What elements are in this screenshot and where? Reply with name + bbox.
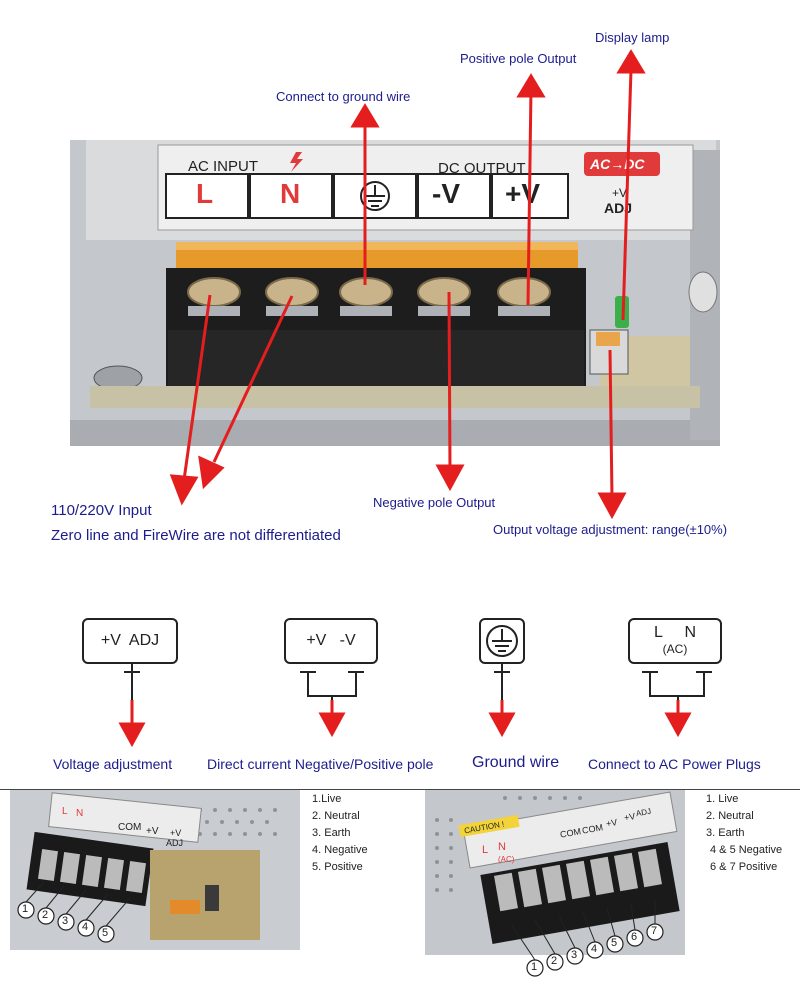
panel-ac-dc-badge: AC→DC	[590, 156, 645, 172]
terminal-label-pos-v: +V	[505, 178, 541, 209]
bl-panel-n: N	[76, 808, 84, 819]
symbol-connectors	[118, 662, 712, 748]
bottom-left-legend: 1.Live 2. Neutral 3. Earth 4. Negative 5…	[312, 791, 368, 876]
br-legend-5: 6 & 7 Positive	[710, 861, 778, 873]
bottom-right-photo	[425, 790, 685, 977]
symbol-ac-sub: (AC)	[662, 642, 688, 656]
bl-num-5: 5	[102, 927, 109, 939]
label-positive-pole-output: Positive pole Output	[460, 51, 577, 66]
br-panel-v1: +V	[605, 817, 619, 829]
label-dc-neg-pos: Direct current Negative/Positive pole	[207, 756, 434, 772]
ground-icon	[486, 625, 518, 657]
label-output-voltage-adj: Output voltage adjustment: range(±10%)	[493, 522, 728, 537]
symbol-adj-box: +V ADJ	[82, 618, 178, 664]
bl-num-1: 1	[22, 903, 29, 915]
symbol-ac-text: L N	[653, 624, 697, 641]
br-legend-4: 4 & 5 Negative	[710, 844, 783, 856]
label-connect-ground: Connect to ground wire	[276, 89, 411, 104]
lightning-icon	[290, 152, 303, 172]
bl-panel-l: L	[62, 806, 68, 817]
callout-lines	[169, 49, 646, 520]
terminal-label-neg-v: -V	[432, 178, 460, 209]
panel-ac-input: AC INPUT	[188, 158, 259, 175]
bl-panel-v1: +V	[146, 826, 159, 837]
label-ac-power: Connect to AC Power Plugs	[588, 756, 761, 772]
label-input-line2: Zero line and FireWire are not different…	[51, 527, 341, 544]
br-num-6: 6	[631, 931, 638, 943]
bl-panel-adj: ADJ	[166, 838, 184, 848]
br-num-3: 3	[571, 949, 578, 961]
label-input-line1: 110/220V Input	[51, 502, 152, 519]
symbol-dc-text: +V -V	[306, 632, 356, 649]
br-num-4: 4	[591, 943, 598, 955]
bl-legend-1: 1.Live	[312, 793, 342, 805]
bottom-left-photo	[10, 790, 300, 950]
bl-panel-v2: +V	[170, 828, 182, 838]
terminal-label-n: N	[280, 178, 301, 209]
bl-legend-5: 5. Positive	[312, 861, 363, 873]
br-num-5: 5	[611, 937, 618, 949]
bl-num-3: 3	[62, 915, 69, 927]
br-legend-2: 2. Neutral	[706, 810, 754, 822]
bl-legend-3: 3. Earth	[312, 827, 351, 839]
bottom-right-legend: 1. Live 2. Neutral 3. Earth 4 & 5 Negati…	[706, 791, 782, 876]
bl-legend-4: 4. Negative	[312, 844, 368, 856]
symbol-dc-box: +V -V	[284, 618, 378, 664]
symbol-ac-box: L N (AC)	[628, 618, 722, 664]
label-negative-pole-output: Negative pole Output	[373, 495, 496, 510]
br-num-1: 1	[531, 961, 538, 973]
label-ground-wire: Ground wire	[472, 754, 560, 771]
br-num-2: 2	[551, 955, 558, 967]
terminal-label-l: L	[196, 178, 214, 209]
panel-dc-output: DC OUTPUT	[438, 160, 526, 177]
symbol-adj-text: +V ADJ	[100, 632, 160, 649]
symbol-ground-box	[479, 618, 525, 664]
panel-v-label: +V	[612, 186, 628, 200]
br-panel-v2: +V	[623, 811, 637, 823]
br-panel-n: N	[498, 841, 506, 853]
bl-num-4: 4	[82, 921, 89, 933]
br-num-7: 7	[651, 925, 658, 937]
br-legend-3: 3. Earth	[706, 827, 745, 839]
label-voltage-adjustment: Voltage adjustment	[53, 756, 173, 772]
label-display-lamp: Display lamp	[595, 30, 670, 45]
power-supply-photo	[70, 140, 720, 446]
bl-legend-2: 2. Neutral	[312, 810, 360, 822]
ground-icon	[360, 181, 390, 211]
bl-panel-com: COM	[118, 822, 142, 833]
br-panel-ac: (AC)	[498, 855, 515, 864]
section-divider	[0, 789, 800, 790]
bl-num-2: 2	[42, 909, 49, 921]
br-legend-1: 1. Live	[706, 793, 739, 805]
br-panel-l: L	[482, 844, 489, 856]
